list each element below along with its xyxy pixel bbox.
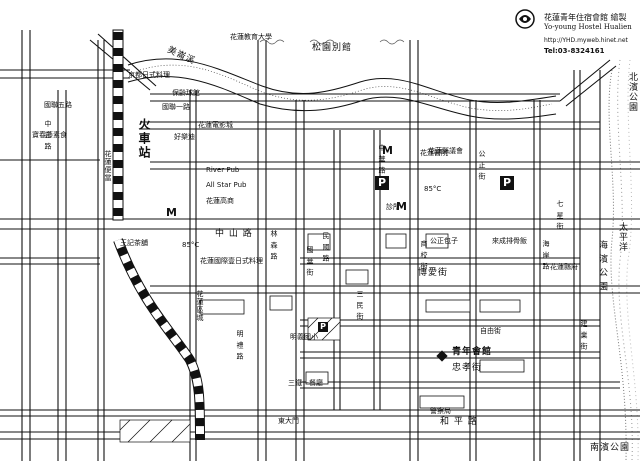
label-sanguang: 三鐵一餐廳	[288, 379, 323, 387]
label-cinema: 花蓮電影城	[198, 121, 233, 129]
label-sanmin: 三 民 街	[356, 290, 364, 321]
header-title: 花蓮青年住宿會館 繪製	[544, 13, 627, 22]
label-hualien-hospital: 花蓮醫院	[420, 149, 448, 157]
mcdonalds-icon: M	[396, 200, 407, 213]
label-shangzhi: 商 校 街	[420, 240, 428, 271]
label-linsen-rd: 林 森 路	[270, 230, 278, 261]
parking-icon: P	[318, 322, 328, 332]
label-zhongxiao-st: 忠孝街	[452, 363, 483, 373]
label-zhongshan-rd: 中 山 路	[215, 229, 253, 239]
label-mingli: 明 禮 路	[236, 330, 244, 361]
parking-icon: P	[500, 176, 514, 190]
label-karaoke: 好樂迪	[174, 133, 195, 141]
label-edu-univ: 花蓮教育大學	[230, 33, 272, 41]
label-river-pub: River Pub	[206, 166, 240, 174]
label-guolian5: 國聯五路	[44, 101, 72, 109]
shoreline-waves	[259, 39, 405, 45]
coastline	[608, 59, 639, 461]
hostel-logo-icon	[515, 9, 535, 29]
label-hospital-box: 花蓮縣議會	[428, 147, 463, 155]
label-zhonghua-st: 中 華 路	[378, 144, 386, 175]
label-qixing: 七 星 街	[556, 200, 564, 231]
label-hostel: 青年會館	[452, 347, 493, 357]
label-all-star-pub: All Star Pub	[206, 181, 247, 189]
railway-vertical	[112, 29, 124, 221]
label-dongdamen: 東大門	[278, 417, 299, 425]
header-subtitle: Yo-young Hostel Hualien	[544, 23, 632, 31]
label-clinic: 診所	[386, 203, 400, 211]
railway-curve	[113, 238, 205, 441]
label-county-gov: 花蓮縣府	[550, 263, 578, 271]
river-stipple	[139, 64, 553, 111]
label-85c-2: 85°C	[424, 185, 442, 193]
label-heping-rd: 和 平 路	[440, 417, 478, 427]
label-songyuan: 松園別館	[312, 43, 353, 53]
label-pacific: 太平洋	[617, 222, 627, 252]
label-bento: 花蓮便當	[104, 150, 112, 182]
label-haian-rd: 海 岸 路	[542, 240, 550, 271]
label-zhongzheng-rd: 中 正 路	[44, 120, 52, 151]
label-nanbin-park: 南濱公園	[590, 443, 631, 453]
label-ocean-side: 海 濱 公 園	[597, 240, 607, 292]
label-kyoto-restaurant: 京都日式料理	[128, 71, 170, 79]
map-header: 花蓮青年住宿會館 繪製 Yo-young Hostel Hualien http…	[508, 2, 640, 58]
label-hualien-hs: 花蓮高商	[206, 197, 234, 205]
parking-icon: P	[375, 176, 389, 190]
label-district: 花蓮區城	[196, 290, 204, 322]
roads	[0, 30, 640, 461]
mcdonalds-icon: M	[166, 206, 177, 219]
label-minguo-rd: 民 國 路	[322, 232, 330, 263]
label-boai-st: 博愛街	[418, 268, 449, 278]
label-bowling: 保齡球館	[172, 89, 200, 97]
label-guohua: 國 華 街	[306, 246, 314, 277]
label-gongzheng: 公 正 街	[478, 150, 486, 181]
river	[127, 58, 557, 120]
header-website: http://YHD.myweb.hinet.net	[544, 37, 628, 44]
label-laicheng: 來成排骨飯	[492, 237, 527, 245]
label-japanese: 花蓮國際壹日式料理	[200, 257, 263, 265]
label-jinying: 建 業 街	[580, 320, 588, 351]
label-85c: 85°C	[182, 241, 200, 249]
label-gongzheng-bao: 公正包子	[430, 237, 458, 245]
label-mingyi-elem: 明義國小	[290, 333, 318, 341]
building-boxes	[199, 233, 525, 409]
label-wangji-tea: 王記茶舖	[120, 239, 148, 247]
header-phone: Tel:03-8324161	[544, 47, 605, 55]
label-beibin-park: 北濱公園	[627, 72, 637, 112]
label-vegetarian: 寶春藤素食	[32, 131, 67, 139]
mcdonalds-icon: M	[382, 144, 393, 157]
label-police: 警察局	[430, 407, 451, 415]
label-train-station: 火車站	[137, 118, 151, 160]
label-ziyou-st: 自由街	[480, 327, 501, 335]
label-guolian1: 國聯一路	[162, 103, 190, 111]
